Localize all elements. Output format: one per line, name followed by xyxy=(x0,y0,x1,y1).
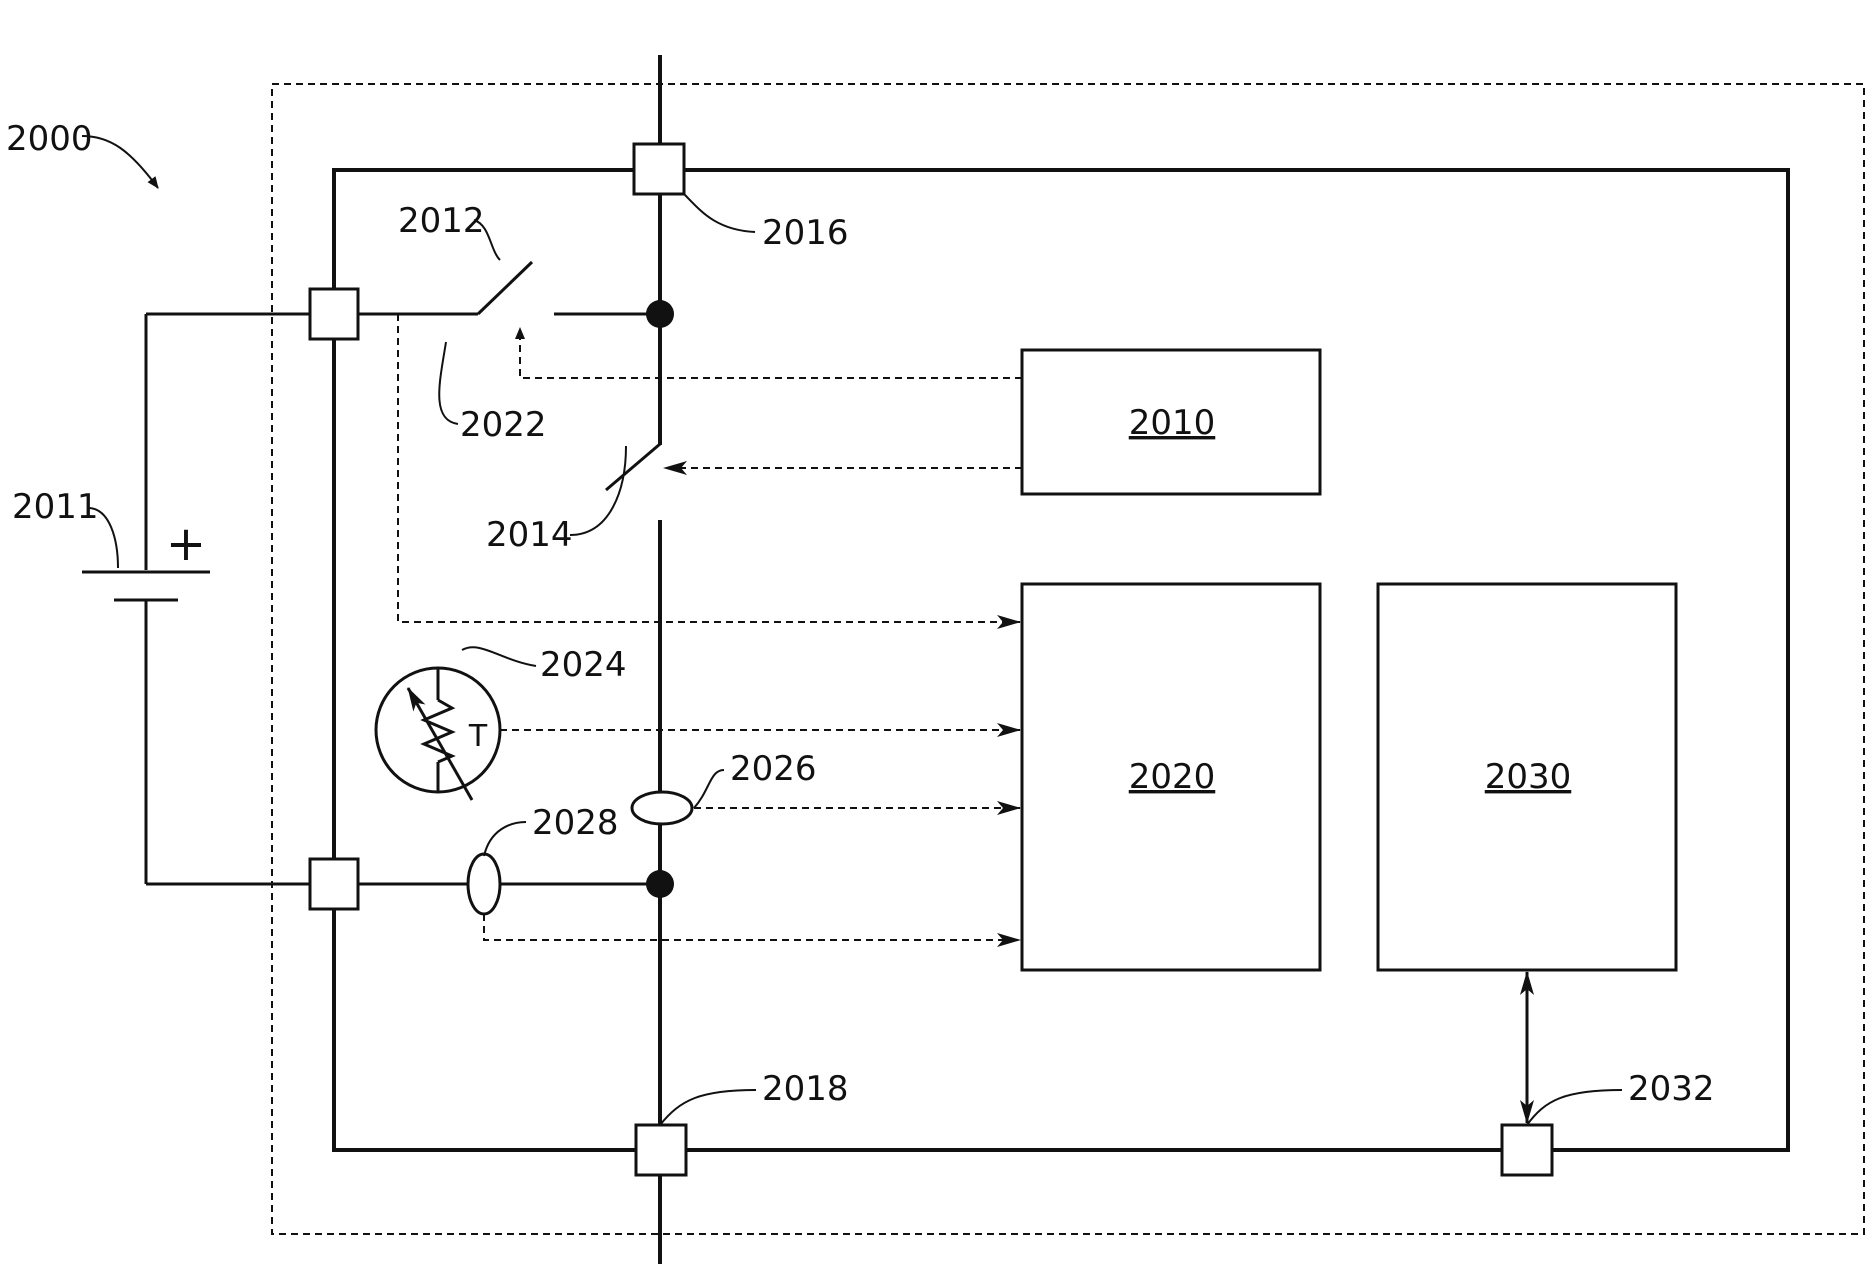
junction-bottom xyxy=(646,870,674,898)
figure-ref-2000: 2000 xyxy=(6,119,93,159)
switch-2014-symbol xyxy=(606,444,660,490)
connectors xyxy=(310,144,1552,1175)
connector-positive xyxy=(310,289,358,339)
block-2030-label: 2030 xyxy=(1485,757,1572,797)
label-2026: 2026 xyxy=(730,749,817,789)
label-2016: 2016 xyxy=(762,213,849,253)
top-rail xyxy=(358,262,660,314)
label-2024: 2024 xyxy=(540,645,627,685)
battery-symbol xyxy=(82,572,210,600)
thermistor-2024: T xyxy=(376,668,500,800)
thermistor-temp-symbol: T xyxy=(468,719,488,754)
battery-plus-sign: + xyxy=(166,516,206,572)
label-2012: 2012 xyxy=(398,201,485,241)
connector-2016 xyxy=(634,144,684,194)
current-sensor-2028 xyxy=(468,854,500,914)
connector-negative xyxy=(310,859,358,909)
label-2018: 2018 xyxy=(762,1069,849,1109)
current-sensor-2026 xyxy=(632,792,692,824)
label-2011: 2011 xyxy=(12,487,99,527)
label-2014: 2014 xyxy=(486,515,573,555)
control-signals xyxy=(520,328,1022,468)
label-2022: 2022 xyxy=(460,405,547,445)
junction-top xyxy=(646,300,674,328)
label-2032: 2032 xyxy=(1628,1069,1715,1109)
connector-2032 xyxy=(1502,1125,1552,1175)
label-2028: 2028 xyxy=(532,803,619,843)
connector-2018 xyxy=(636,1125,686,1175)
block-2010-label: 2010 xyxy=(1129,403,1216,443)
block-2020-label: 2020 xyxy=(1129,757,1216,797)
